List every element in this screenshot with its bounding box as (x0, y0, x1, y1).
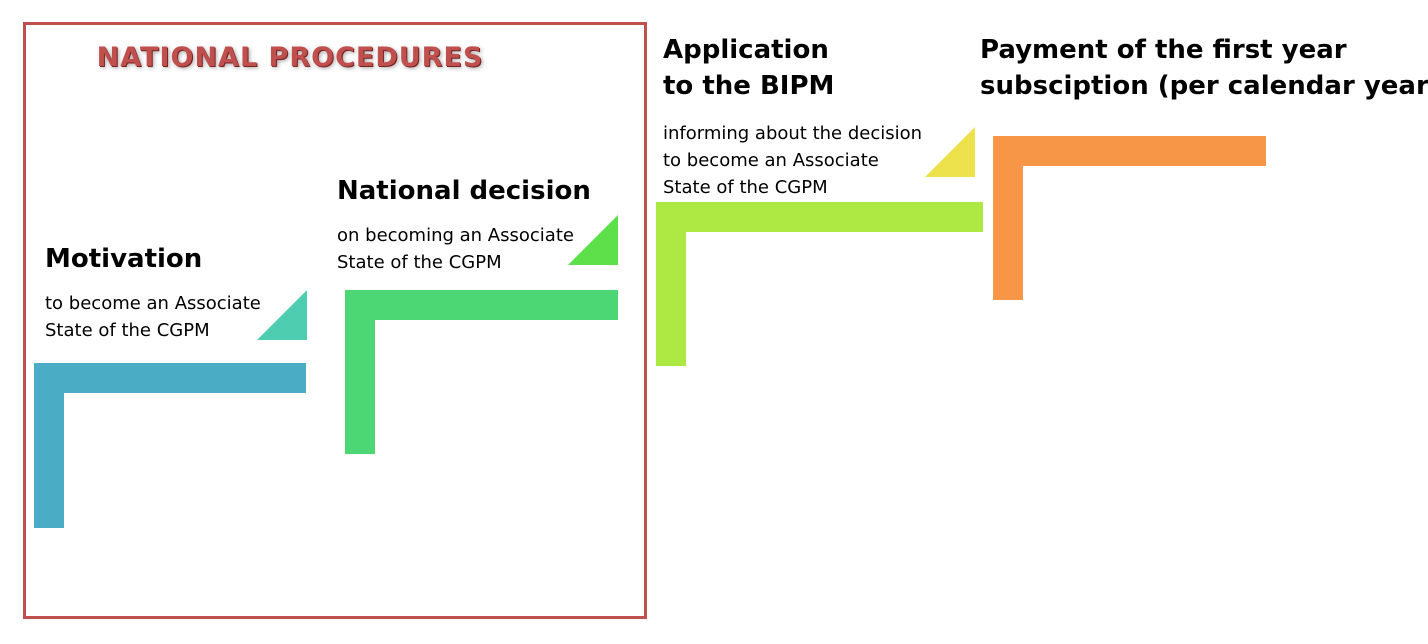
step-heading-line: Payment of the first year (980, 35, 1347, 65)
triangle-shape (257, 290, 307, 340)
step-description-national-decision: on becoming an Associate State of the CG… (337, 222, 574, 276)
step-description-line: State of the CGPM (337, 252, 502, 273)
national-procedures-title: NATIONAL PROCEDURES (96, 42, 484, 73)
step-triangle-application (925, 127, 975, 177)
step-bar-vertical-national-decision (345, 290, 375, 454)
step-bar-vertical-application (656, 202, 686, 366)
step-description-line: informing about the decision (663, 123, 923, 144)
step-bar-horizontal-payment (993, 136, 1266, 166)
triangle-shape (925, 127, 975, 177)
step-description-line: on becoming an Associate (337, 225, 574, 246)
national-procedures-frame (23, 22, 647, 619)
step-heading-national-decision: National decision (337, 173, 591, 209)
step-triangle-motivation (257, 290, 307, 340)
step-description-line: to become an Associate (663, 150, 879, 171)
step-heading-line: National decision (337, 176, 591, 206)
step-description-line: to become an Associate (45, 293, 261, 314)
step-bar-horizontal-motivation (34, 363, 306, 393)
step-bar-vertical-motivation (34, 363, 64, 528)
step-heading-application: Application to the BIPM (663, 32, 834, 104)
step-description-motivation: to become an Associate State of the CGPM (45, 290, 261, 344)
step-description-application: informing about the decision to become a… (663, 120, 922, 201)
triangle-shape (568, 215, 618, 265)
step-heading-line: subsciption (per calendar year) (980, 71, 1428, 101)
step-bar-horizontal-application (656, 202, 983, 232)
step-description-line: State of the CGPM (663, 177, 828, 198)
step-heading-line: Motivation (45, 244, 203, 274)
step-description-line: State of the CGPM (45, 320, 210, 341)
step-triangle-national-decision (568, 215, 618, 265)
step-heading-motivation: Motivation (45, 241, 202, 277)
step-bar-vertical-payment (993, 136, 1023, 300)
step-heading-line: to the BIPM (663, 71, 835, 101)
step-heading-payment: Payment of the first year subsciption (p… (980, 32, 1428, 104)
step-bar-horizontal-national-decision (345, 290, 618, 320)
step-heading-line: Application (663, 35, 829, 65)
